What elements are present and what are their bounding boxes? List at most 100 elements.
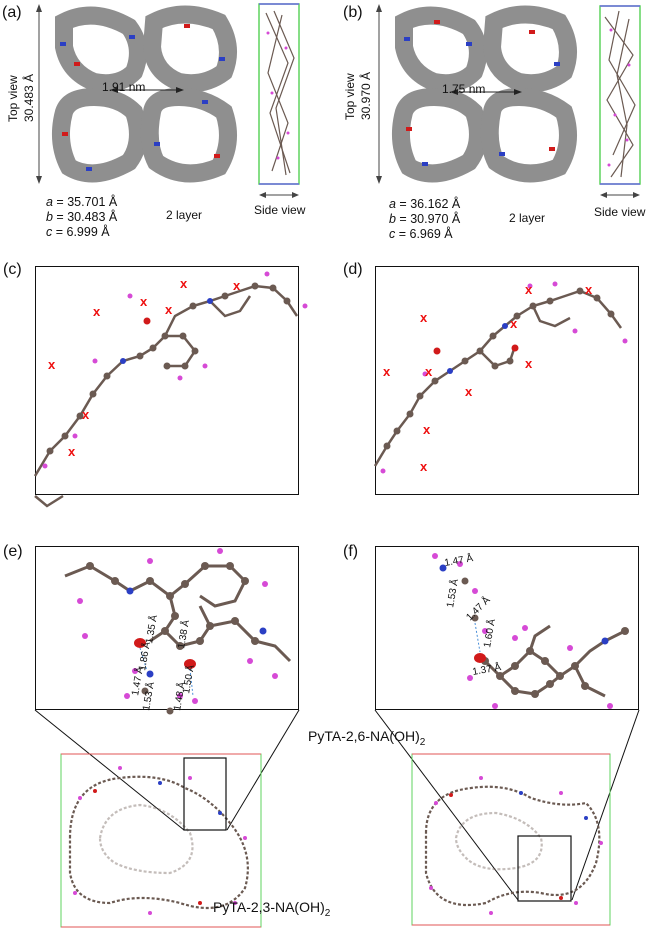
framework-a [51, 5, 237, 183]
panel-label-a: (a) [2, 4, 22, 21]
side-view-arrow-b [600, 192, 640, 198]
molecule-e-carbon-atoms [86, 562, 259, 715]
framework-e-cell [60, 753, 262, 928]
side-view-h-atoms-a [266, 31, 290, 160]
side-view-chains-a [265, 10, 295, 176]
lattice-c-row-b: c = 6.969 Å [389, 227, 453, 241]
lattice-params-a: a = 35.701 Å b = 30.483 Å c = 6.999 Å [46, 195, 117, 240]
x-mark-d-8: x [525, 356, 533, 371]
molecule-d-h-atoms [380, 281, 628, 474]
x-mark-c-5: x [165, 302, 173, 317]
panel-label-c: (c) [3, 261, 22, 278]
molecule-f-h-atoms [432, 553, 613, 709]
framework-b [391, 5, 577, 183]
x-mark-c-2: x [140, 294, 148, 309]
panel-label-e: (e) [3, 543, 23, 560]
lattice-a-row-a: a = 35.701 Å [46, 195, 118, 209]
lattice-a-value-a: 35.701 Å [67, 195, 118, 209]
x-mark-c-7: x [82, 407, 90, 422]
molecule-e-n-atoms [126, 587, 267, 678]
framework-f-chain [424, 785, 601, 907]
structure-name-e-sub: 2 [324, 907, 331, 919]
molecule-f-carbon-atoms [461, 577, 629, 698]
molecule-d-n-atoms [447, 323, 508, 374]
lattice-b-row-a: b = 30.483 Å [46, 210, 118, 224]
framework-f-cell [411, 753, 611, 926]
lattice-a-value-b: 36.162 Å [410, 197, 461, 211]
framework-f-atoms [429, 776, 603, 915]
bond-length-f-1: 1.47 Å [443, 551, 474, 569]
molecule-box-c [35, 266, 299, 495]
structure-name-e: PyTA-2,3-NA(OH)2 [213, 899, 330, 919]
layer-label-a: 2 layer [166, 208, 203, 222]
lattice-params-b: a = 36.162 Å b = 30.970 Å c = 6.969 Å [389, 197, 460, 242]
molecule-d-o-atoms [433, 344, 519, 355]
molecule-c: x x x x x x x x [33, 271, 308, 508]
panel-label-d: (d) [343, 261, 363, 278]
molecule-e-o-atoms [134, 638, 196, 669]
side-view-cell-a [258, 3, 300, 185]
panel-label-b: (b) [343, 4, 363, 21]
molecule-d-x-marks: x x x x x x x x x x [383, 282, 593, 474]
lattice-a-row-b: a = 36.162 Å [389, 197, 461, 211]
zoom-region-e [183, 757, 227, 831]
side-view-cell-b [599, 5, 641, 185]
pore-arrow-head-left-b [450, 89, 458, 95]
structure-name-f: PyTA-2,6-NA(OH)2 [308, 728, 425, 748]
lattice-c-value-b: 6.969 Å [409, 227, 453, 241]
bond-length-f-2: 1.53 Å [443, 577, 461, 608]
side-view-label-a: Side view [254, 203, 306, 217]
zoom-region-f [517, 835, 572, 902]
framework-b-n-atoms [404, 37, 560, 166]
x-mark-d-3: x [420, 310, 428, 325]
x-mark-d-2: x [585, 282, 593, 297]
layer-label-b: 2 layer [509, 211, 546, 225]
molecule-c-h-atoms [42, 271, 308, 469]
x-mark-c-3: x [180, 276, 188, 291]
x-mark-d-1: x [525, 282, 533, 297]
molecule-c-n-atoms [120, 298, 213, 364]
framework-a-n-atoms [60, 35, 225, 171]
x-mark-d-5: x [383, 364, 391, 379]
x-mark-d-10: x [420, 459, 428, 474]
molecule-f-n-atoms [439, 564, 609, 645]
height-arrow-head-top-a [36, 4, 42, 12]
x-mark-c-6: x [48, 357, 56, 372]
molecule-e-h-atoms [77, 548, 278, 704]
x-mark-d-4: x [510, 316, 518, 331]
lattice-c-row-a: c = 6.999 Å [46, 225, 110, 239]
molecule-c-x-marks: x x x x x x x x [48, 276, 241, 459]
molecule-e-hbond-dashes [139, 647, 194, 697]
framework-e-atoms [73, 766, 247, 915]
pore-arrow-head-right-b [514, 89, 522, 95]
lattice-b-row-b: b = 30.970 Å [389, 212, 461, 226]
lattice-c-value-a: 6.999 Å [66, 225, 110, 239]
framework-top-view-a [36, 4, 237, 184]
pore-arrow-head-left-a [110, 87, 118, 93]
structure-name-e-text: PyTA-2,3-NA(OH) [213, 899, 325, 915]
molecule-f: 1.47 Å 1.53 Å 1.47 Å 1.60 Å 1.37 Å [432, 551, 629, 709]
lattice-b-value-b: 30.970 Å [410, 212, 461, 226]
molecule-c-o-atoms [143, 317, 151, 325]
x-mark-d-7: x [465, 384, 473, 399]
structure-name-f-text: PyTA-2,6-NA(OH) [308, 728, 420, 744]
x-mark-c-4: x [233, 278, 241, 293]
x-mark-d-9: x [423, 422, 431, 437]
height-arrow-head-bottom-a [36, 176, 42, 184]
framework-e-heteroatoms [93, 781, 222, 905]
pore-size-a: 1.91 nm [102, 80, 146, 94]
structure-name-f-sub: 2 [419, 736, 426, 748]
molecule-f-bonds [483, 624, 626, 698]
molecule-c-carbon-atoms [46, 282, 291, 455]
framework-b-o-atoms [406, 20, 555, 151]
molecule-f-o-atoms [474, 653, 486, 663]
side-view-h-atoms-b [607, 28, 631, 167]
side-view-label-b: Side view [594, 205, 646, 219]
framework-f-heteroatoms [449, 791, 588, 900]
framework-a-o-atoms [62, 24, 220, 158]
molecule-f-hbond-dashes [474, 622, 481, 653]
x-mark-c-1: x [93, 304, 101, 319]
height-arrow-head-bottom-b [376, 176, 382, 184]
x-mark-c-8: x [68, 444, 76, 459]
side-view-chains-b [604, 10, 636, 178]
